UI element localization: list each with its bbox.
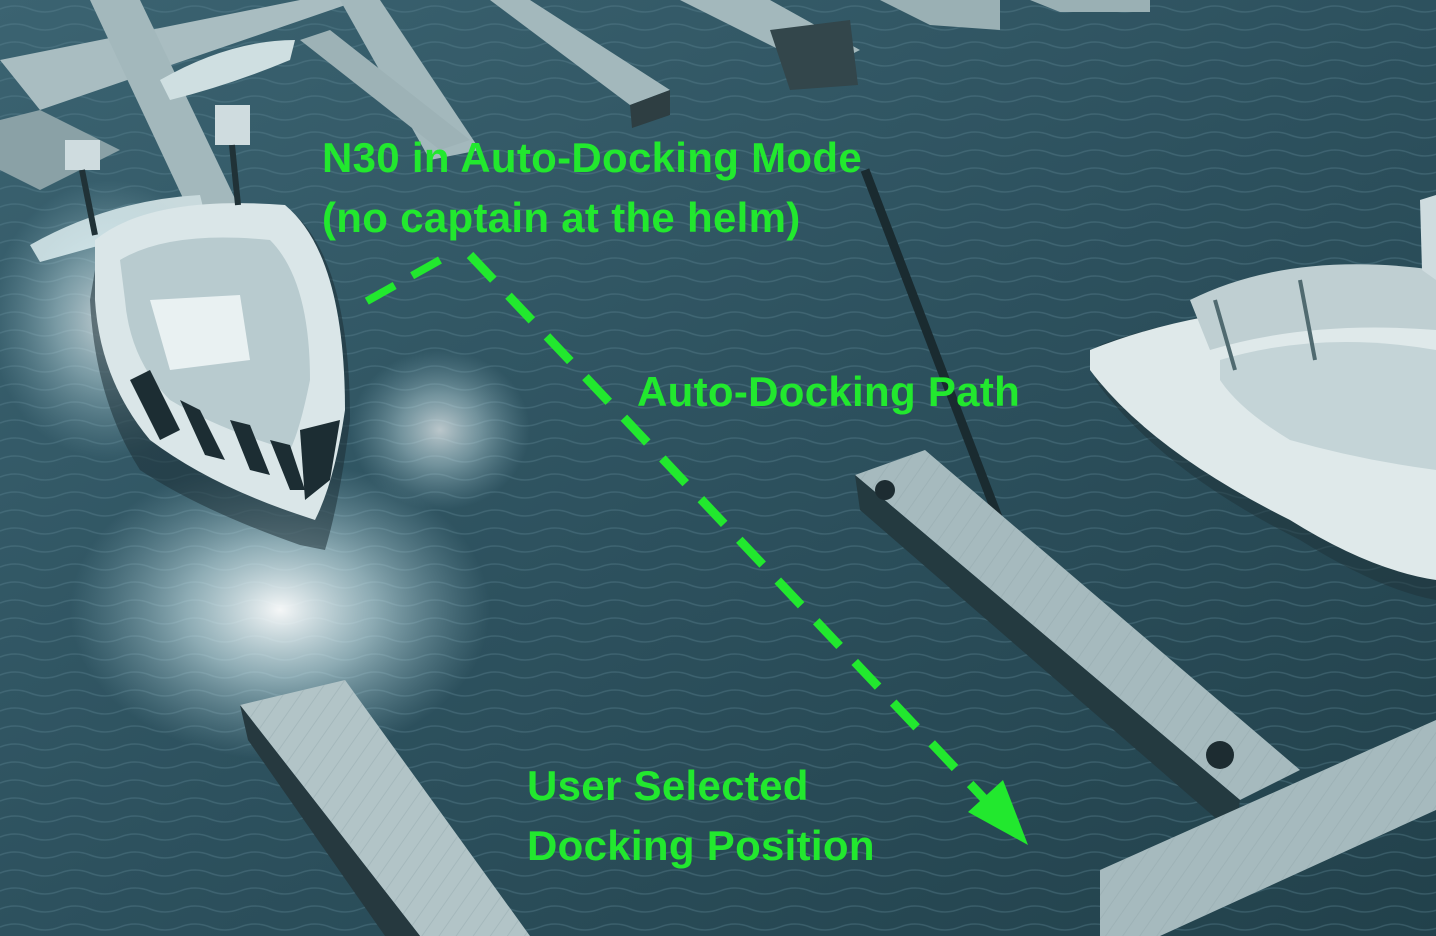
n30-boat <box>65 105 350 550</box>
mode-annotation: N30 in Auto-Docking Mode (no captain at … <box>322 128 862 248</box>
sun-glare-mid <box>350 350 530 510</box>
moored-boat-right <box>1090 264 1436 600</box>
upper-docks <box>0 0 1150 245</box>
pointer-line <box>358 256 442 309</box>
path-annotation-text: Auto-Docking Path <box>637 368 1021 415</box>
path-annotation: Auto-Docking Path <box>637 362 1020 422</box>
mode-annotation-line2: (no captain at the helm) <box>322 194 801 241</box>
docking-position-line2: Docking Position <box>527 822 875 869</box>
docking-position-line1: User Selected <box>527 762 809 809</box>
docking-position-annotation: User Selected Docking Position <box>527 756 875 876</box>
arrow-down-right-icon <box>968 780 1028 845</box>
lower-left-dock <box>240 680 530 936</box>
docking-path-line <box>466 251 994 809</box>
sun-glare <box>70 460 490 760</box>
left-pier <box>0 110 120 190</box>
far-right-boat <box>1420 195 1436 280</box>
target-dock <box>855 450 1436 936</box>
mode-annotation-line1: N30 in Auto-Docking Mode <box>322 134 862 181</box>
